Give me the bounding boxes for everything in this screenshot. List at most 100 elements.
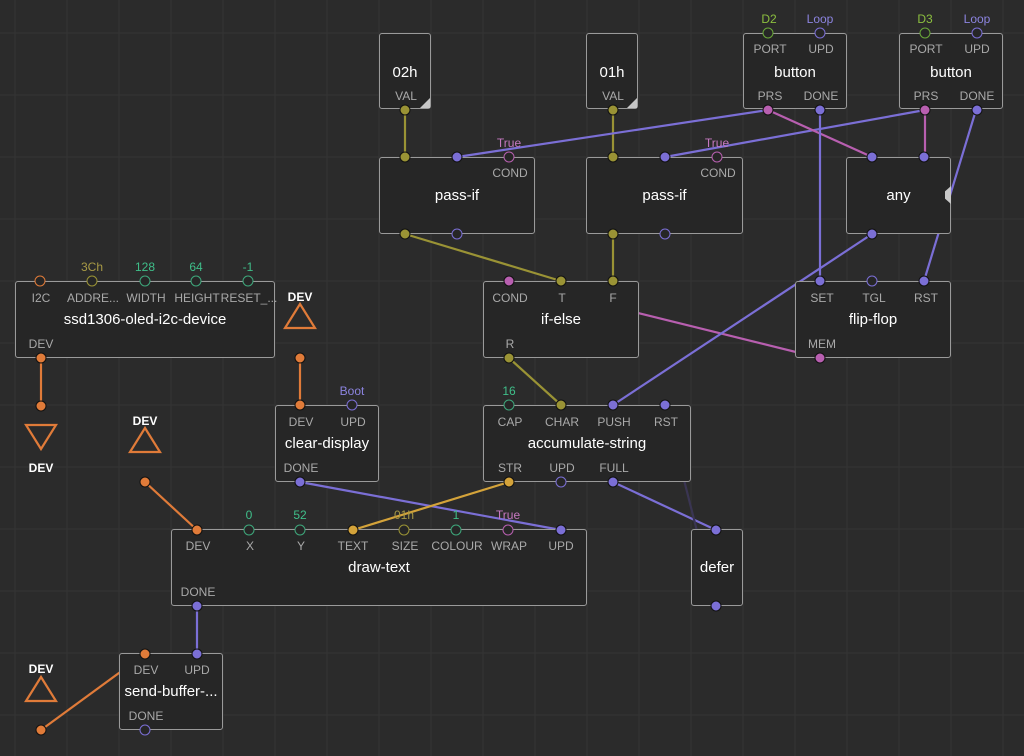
- pin-dev[interactable]: [35, 352, 47, 364]
- pin-green[interactable]: [294, 524, 306, 536]
- node-send-buffer[interactable]: DEV UPD send-buffer-... DONE: [119, 653, 223, 730]
- pin-label-rst: RST: [914, 291, 938, 305]
- pin-pulse[interactable]: [346, 399, 358, 411]
- pin-green[interactable]: [503, 399, 515, 411]
- pin-pulse[interactable]: [451, 228, 463, 240]
- node-any[interactable]: any: [846, 157, 951, 234]
- pin-pulse[interactable]: [866, 228, 878, 240]
- pin-label-r: R: [505, 337, 515, 351]
- pin-green[interactable]: [450, 524, 462, 536]
- pin-pulse[interactable]: [710, 600, 722, 612]
- pin-pulse[interactable]: [139, 724, 151, 736]
- pin-pink[interactable]: [502, 524, 514, 536]
- pin-dev[interactable]: [35, 400, 47, 412]
- pin-olive[interactable]: [607, 151, 619, 163]
- pin-pulse[interactable]: [607, 476, 619, 488]
- node-if-else[interactable]: COND T F if-else R: [483, 281, 639, 358]
- pin-pulse[interactable]: [294, 476, 306, 488]
- pin-pulse[interactable]: [971, 27, 983, 39]
- pin-pulse[interactable]: [191, 648, 203, 660]
- pin-dev[interactable]: [139, 648, 151, 660]
- pin-lime[interactable]: [762, 27, 774, 39]
- terminal-input-dev-label: DEV: [287, 290, 313, 304]
- pin-dev[interactable]: [294, 399, 306, 411]
- node-title: pass-if: [434, 187, 480, 204]
- pin-pink[interactable]: [814, 352, 826, 364]
- pin-olive[interactable]: [607, 104, 619, 116]
- pin-label-prs: PRS: [757, 89, 783, 103]
- pin-pink[interactable]: [711, 151, 723, 163]
- node-const-02h[interactable]: 02h VAL: [379, 33, 431, 109]
- pin-pink[interactable]: [503, 275, 515, 287]
- pin-label-wrap: WRAP: [491, 539, 527, 553]
- pin-green[interactable]: [190, 275, 202, 287]
- pin-dev[interactable]: [35, 724, 47, 736]
- pin-pulse[interactable]: [814, 275, 826, 287]
- pin-green[interactable]: [242, 275, 254, 287]
- pin-dev[interactable]: [139, 476, 151, 488]
- node-pass-if-2[interactable]: COND pass-if: [586, 157, 743, 234]
- pin-olive[interactable]: [86, 275, 98, 287]
- pin-olive[interactable]: [607, 275, 619, 287]
- pin-pink[interactable]: [919, 104, 931, 116]
- pin-pulse[interactable]: [918, 275, 930, 287]
- pin-pulse[interactable]: [866, 151, 878, 163]
- node-ssd1306-oled-i2c-device[interactable]: I2C ADDRE... WIDTH HEIGHT RESET_... ssd1…: [15, 281, 278, 358]
- link-olive: [508, 357, 562, 406]
- pin-label-done: DONE: [180, 585, 216, 599]
- pin-string[interactable]: [503, 476, 515, 488]
- pin-olive[interactable]: [555, 275, 567, 287]
- pin-pink[interactable]: [503, 151, 515, 163]
- pin-pulse[interactable]: [555, 476, 567, 488]
- pin-label-val: VAL: [602, 89, 624, 103]
- node-button-d2[interactable]: PORT UPD button PRS DONE: [743, 33, 847, 109]
- pin-pink[interactable]: [762, 104, 774, 116]
- pin-olive[interactable]: [399, 228, 411, 240]
- pin-olive[interactable]: [607, 228, 619, 240]
- node-flip-flop[interactable]: SET TGL RST flip-flop MEM: [795, 281, 951, 358]
- pin-pulse[interactable]: [451, 151, 463, 163]
- pin-lime[interactable]: [919, 27, 931, 39]
- pin-green[interactable]: [139, 275, 151, 287]
- pin-value-cap: 16: [502, 384, 516, 398]
- pin-olive[interactable]: [398, 524, 410, 536]
- pin-olive[interactable]: [399, 104, 411, 116]
- node-title: pass-if: [642, 187, 687, 204]
- pin-pulse[interactable]: [710, 524, 722, 536]
- pin-value-x: 0: [245, 508, 253, 522]
- corner-mark: [627, 98, 637, 108]
- node-defer[interactable]: defer: [691, 529, 743, 606]
- pin-olive[interactable]: [399, 151, 411, 163]
- pin-value-port: D2: [761, 12, 777, 26]
- pin-value-upd: Boot: [339, 384, 365, 398]
- node-pass-if-1[interactable]: COND pass-if: [379, 157, 535, 234]
- node-title: flip-flop: [848, 311, 898, 328]
- pin-label-reset: RESET_...: [220, 291, 278, 305]
- node-clear-display[interactable]: DEV UPD clear-display DONE: [275, 405, 379, 482]
- pin-pulse[interactable]: [659, 151, 671, 163]
- pin-pulse[interactable]: [555, 524, 567, 536]
- pin-pulse[interactable]: [659, 399, 671, 411]
- node-button-d3[interactable]: PORT UPD button PRS DONE: [899, 33, 1003, 109]
- pin-pulse[interactable]: [866, 275, 878, 287]
- pin-pulse[interactable]: [659, 228, 671, 240]
- pin-label-size: SIZE: [391, 539, 419, 553]
- pin-pulse[interactable]: [607, 399, 619, 411]
- pin-olive[interactable]: [503, 352, 515, 364]
- node-accumulate-string[interactable]: CAP CHAR PUSH RST accumulate-string STR …: [483, 405, 691, 482]
- pin-green[interactable]: [243, 524, 255, 536]
- variadic-handle[interactable]: [945, 186, 951, 204]
- pin-dev[interactable]: [294, 352, 306, 364]
- node-const-01h[interactable]: 01h VAL: [586, 33, 638, 109]
- node-draw-text[interactable]: DEV X Y TEXT SIZE COLOUR WRAP UPD draw-t…: [171, 529, 587, 606]
- pin-dev[interactable]: [34, 275, 46, 287]
- pin-pulse[interactable]: [814, 27, 826, 39]
- pin-pulse[interactable]: [814, 104, 826, 116]
- pin-pulse[interactable]: [191, 600, 203, 612]
- pin-dev[interactable]: [191, 524, 203, 536]
- pin-pulse[interactable]: [971, 104, 983, 116]
- pin-pulse[interactable]: [918, 151, 930, 163]
- pin-olive[interactable]: [555, 399, 567, 411]
- pin-string[interactable]: [347, 524, 359, 536]
